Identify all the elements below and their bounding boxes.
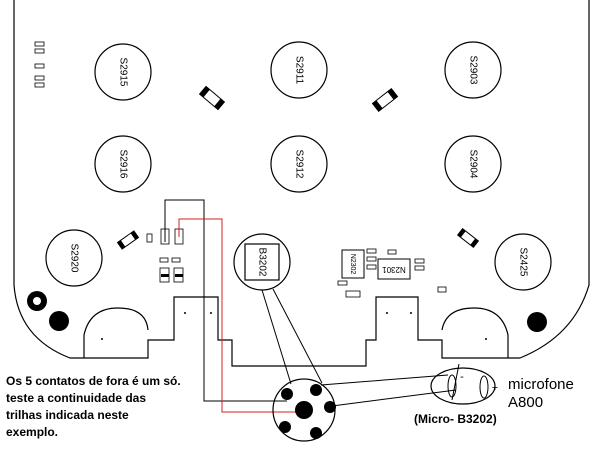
key-pad-s2911: S2911 bbox=[270, 41, 328, 99]
key-pad-label: S2912 bbox=[293, 150, 304, 179]
note-line-1: Os 5 contatos de fora é um só. bbox=[6, 374, 181, 388]
board-notch-right bbox=[441, 307, 509, 358]
b3202-label: B3202 bbox=[256, 248, 267, 277]
board-notch-left bbox=[83, 307, 149, 358]
n2302-label: N2302 bbox=[349, 254, 356, 275]
key-pad-s2916: S2916 bbox=[94, 135, 152, 193]
key-pad-s2903: S2903 bbox=[444, 41, 502, 99]
microphone-label: microfone bbox=[508, 376, 574, 393]
black-trace bbox=[164, 199, 287, 402]
key-pad-label: S2916 bbox=[117, 150, 128, 179]
leader-line-left bbox=[261, 289, 292, 385]
key-pad-label: S2911 bbox=[293, 56, 304, 85]
key-pad-s2915: S2915 bbox=[94, 43, 152, 101]
mic-minus-sign: - bbox=[460, 371, 464, 383]
vias bbox=[101, 312, 487, 340]
contact-outer-4 bbox=[310, 427, 322, 439]
key-pad-label: S2915 bbox=[117, 58, 128, 87]
mounting-hole-left bbox=[27, 291, 47, 311]
key-pad-s2912: S2912 bbox=[270, 135, 328, 193]
microphone-model-label: A800 bbox=[508, 394, 544, 411]
mounting-hole-left-lower bbox=[49, 311, 69, 331]
key-pad-label: S2904 bbox=[467, 150, 478, 179]
n2301-label: N2301 bbox=[382, 265, 406, 274]
board-outline bbox=[13, 0, 590, 367]
key-pad-s2920: S2920 bbox=[45, 229, 103, 287]
note-line-3: trilhas indicada neste bbox=[6, 408, 129, 422]
key-pad-s2904: S2904 bbox=[444, 135, 502, 193]
microphone-capsule: - + bbox=[430, 367, 498, 405]
smd-column-left bbox=[34, 41, 45, 88]
microphone-bottom-view bbox=[272, 378, 336, 442]
red-trace bbox=[178, 218, 299, 413]
key-pad-label: S2920 bbox=[68, 244, 79, 273]
capsule-lobe-left bbox=[447, 374, 457, 398]
key-pad-s2425: S2425 bbox=[494, 233, 552, 291]
contact-outer-3 bbox=[324, 401, 336, 413]
angled-component-right bbox=[371, 87, 399, 113]
ic-support-parts bbox=[337, 248, 447, 298]
mic-wire-top bbox=[320, 374, 449, 386]
contact-outer-1 bbox=[281, 388, 293, 400]
note-line-2: teste a continuidade das bbox=[6, 391, 147, 405]
mounting-hole-right bbox=[527, 312, 547, 332]
ic-n2301: N2301 bbox=[377, 258, 411, 280]
angled-component-left bbox=[198, 85, 226, 111]
mic-plus-sign: + bbox=[492, 382, 498, 394]
key-pad-label: S2425 bbox=[517, 248, 528, 277]
leader-line-right bbox=[272, 288, 323, 384]
contact-center bbox=[295, 401, 313, 419]
micro-b3202-label: (Micro- B3202) bbox=[414, 412, 497, 426]
contact-outer-5 bbox=[279, 421, 291, 433]
test-area-pads-filled bbox=[161, 274, 183, 277]
ic-n2302: N2302 bbox=[341, 249, 365, 279]
capsule-lobe-right bbox=[479, 375, 489, 399]
mic-wire-bottom bbox=[331, 389, 457, 407]
note-line-4: exemplo. bbox=[6, 425, 59, 439]
continuity-note: Os 5 contatos de fora é um só. teste a c… bbox=[6, 373, 211, 441]
angled-component-lower-right bbox=[456, 227, 480, 249]
contact-outer-2 bbox=[310, 384, 322, 396]
microphone-component-b3202: B3202 bbox=[233, 233, 291, 291]
angled-component-lower-left bbox=[116, 230, 140, 250]
key-pad-label: S2903 bbox=[467, 56, 478, 85]
